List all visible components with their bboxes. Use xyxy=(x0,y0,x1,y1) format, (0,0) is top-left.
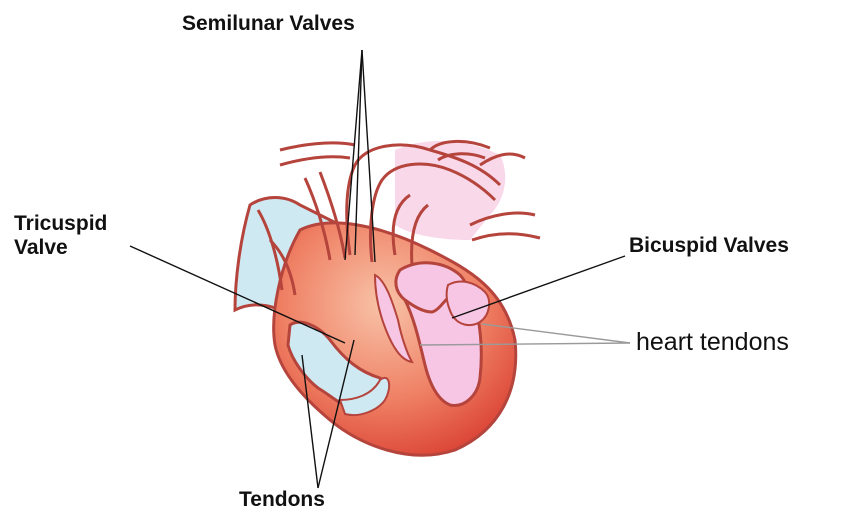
tricuspid-valve-label: Tricuspid Valve xyxy=(14,212,154,260)
bicuspid-valves-label: Bicuspid Valves xyxy=(629,234,789,258)
heart-tendons-label: heart tendons xyxy=(636,328,789,357)
tendons-label: Tendons xyxy=(239,488,325,512)
semilunar-valves-label: Semilunar Valves xyxy=(182,12,355,36)
tricuspid-label-line1: Tricuspid xyxy=(14,212,154,236)
tricuspid-label-line2: Valve xyxy=(14,236,154,260)
